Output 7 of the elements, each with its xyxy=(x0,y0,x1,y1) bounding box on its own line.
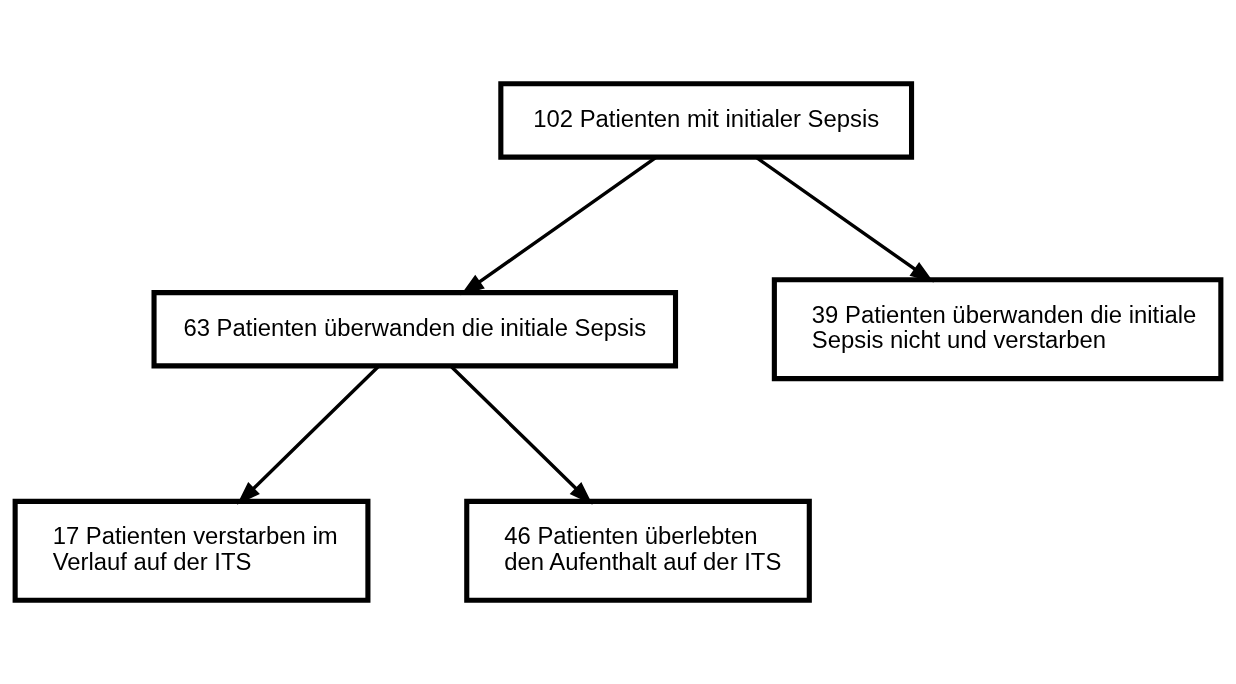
arrow xyxy=(755,156,934,283)
node-box: 102 Patienten mit initialer Sepsis xyxy=(498,81,915,160)
arrow xyxy=(460,156,658,296)
node-box: 17 Patienten verstarben im Verlauf auf der ITS xyxy=(12,498,371,603)
node-box: 63 Patienten überwanden die initiale Sepsis xyxy=(151,290,679,369)
node-box: 39 Patienten überwanden die initiale Sepsis nicht und verstarben xyxy=(771,277,1224,382)
node-box: 46 Patienten überlebten den Aufenthalt auf der ITS xyxy=(464,498,812,603)
